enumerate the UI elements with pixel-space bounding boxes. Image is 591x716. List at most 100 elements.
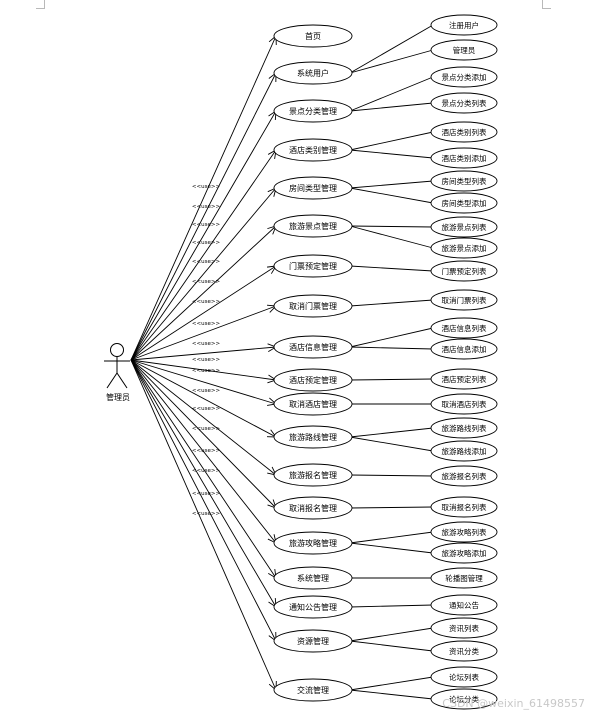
sub-use-case: 酒店信息列表 — [430, 317, 498, 339]
stereotype-label: <<use>> — [192, 321, 221, 327]
sub-use-case-ellipse — [430, 688, 498, 710]
stereotype-label: <<use>> — [192, 468, 221, 474]
sub-use-case: 取消门票列表 — [430, 289, 498, 311]
use-case-ellipse — [273, 138, 353, 162]
child-link — [349, 427, 434, 438]
use-case-label: 酒店类别管理 — [289, 145, 337, 155]
sub-use-case-label: 旅游路线列表 — [442, 423, 487, 433]
use-case-label: 资源管理 — [297, 636, 329, 646]
sub-use-case: 轮播图管理 — [430, 567, 498, 589]
sub-use-case: 管理员 — [430, 39, 498, 61]
use-case-label: 首页 — [305, 31, 321, 41]
sub-use-case: 旅游报名列表 — [430, 465, 498, 487]
sub-use-case-label: 旅游攻略列表 — [442, 527, 487, 537]
sub-use-case-label: 资讯分类 — [449, 646, 479, 656]
use-case-module: 酒店预定管理 — [273, 368, 353, 392]
child-link — [349, 604, 434, 608]
use-case-module: 取消酒店管理 — [273, 392, 353, 416]
sub-use-case-label: 取消报名列表 — [442, 502, 487, 512]
use-case-label: 酒店预定管理 — [289, 375, 337, 385]
sub-use-case-ellipse — [430, 39, 498, 61]
child-link — [349, 627, 434, 642]
stereotype-label: <<use>> — [192, 511, 221, 517]
child-link — [349, 225, 434, 249]
sub-use-case-ellipse — [430, 393, 498, 415]
sub-use-case: 房间类型添加 — [430, 192, 498, 214]
sub-use-case-ellipse — [430, 147, 498, 169]
stereotype-label: <<use>> — [192, 368, 221, 374]
use-case-ellipse — [273, 335, 353, 359]
sub-use-case: 酒店类别列表 — [430, 121, 498, 143]
sub-use-case-label: 论坛列表 — [449, 672, 479, 682]
sub-use-case: 景点分类添加 — [430, 66, 498, 88]
sub-use-case-label: 轮播图管理 — [445, 573, 483, 583]
use-case-ellipse — [273, 629, 353, 653]
sub-use-case: 旅游攻略添加 — [430, 542, 498, 564]
sub-use-case: 旅游路线列表 — [430, 417, 498, 439]
stereotype-label: <<use>> — [192, 184, 221, 190]
sub-use-case-ellipse — [430, 440, 498, 462]
sub-use-case: 房间类型列表 — [430, 170, 498, 192]
sub-use-case: 取消报名列表 — [430, 496, 498, 518]
child-link — [349, 76, 434, 112]
association-line — [130, 305, 277, 361]
sub-use-case-label: 酒店信息列表 — [442, 323, 487, 333]
stereotype-label: <<use>> — [192, 222, 221, 228]
use-case-module: 旅游报名管理 — [273, 463, 353, 487]
sub-use-case: 门票预定列表 — [430, 260, 498, 282]
use-case-label: 门票预定管理 — [289, 261, 337, 271]
use-case-ellipse — [273, 176, 353, 200]
stereotype-label: <<use>> — [192, 259, 221, 265]
association-line — [130, 187, 277, 361]
sub-use-case-label: 注册用户 — [449, 20, 479, 30]
sub-use-case-label: 酒店预定列表 — [442, 374, 487, 384]
association-line — [130, 359, 277, 579]
use-case-ellipse — [273, 294, 353, 318]
association-line — [130, 359, 277, 509]
association-line — [130, 359, 277, 405]
page-corner-mark — [36, 0, 45, 9]
use-case-label: 房间类型管理 — [289, 183, 337, 193]
sub-use-case-label: 房间类型添加 — [442, 198, 487, 208]
child-link — [349, 542, 434, 554]
use-case-module: 房间类型管理 — [273, 176, 353, 200]
sub-use-case: 论坛列表 — [430, 666, 498, 688]
sub-use-case-ellipse — [430, 521, 498, 543]
sub-use-case-ellipse — [430, 640, 498, 662]
sub-use-case-ellipse — [430, 617, 498, 639]
child-link — [349, 378, 434, 381]
sub-use-case-ellipse — [430, 260, 498, 282]
sub-use-case-label: 景点分类列表 — [442, 98, 487, 108]
use-case-label: 取消报名管理 — [289, 503, 337, 513]
child-link — [349, 149, 434, 159]
sub-use-case-label: 旅游景点添加 — [442, 243, 487, 253]
use-case-module: 通知公告管理 — [273, 595, 353, 619]
use-case-ellipse — [273, 566, 353, 590]
sub-use-case-label: 旅游路线添加 — [442, 446, 487, 456]
child-link — [349, 49, 434, 74]
sub-use-case-label: 旅游景点列表 — [442, 222, 487, 232]
sub-use-case-ellipse — [430, 121, 498, 143]
use-case-module: 酒店类别管理 — [273, 138, 353, 162]
sub-use-case-ellipse — [430, 216, 498, 238]
use-case-ellipse — [273, 496, 353, 520]
sub-use-case-label: 取消门票列表 — [442, 295, 487, 305]
stereotype-label: <<use>> — [192, 491, 221, 497]
association-line — [130, 35, 277, 361]
use-case-ellipse — [273, 392, 353, 416]
use-case-module: 酒店信息管理 — [273, 335, 353, 359]
sub-use-case-ellipse — [430, 594, 498, 616]
use-case-module: 系统用户 — [273, 61, 353, 85]
use-case-ellipse — [273, 595, 353, 619]
sub-use-case: 资讯列表 — [430, 617, 498, 639]
child-link — [349, 640, 434, 652]
sub-use-case-label: 取消酒店列表 — [442, 399, 487, 409]
sub-use-case-label: 资讯列表 — [449, 623, 479, 633]
association-line — [130, 346, 277, 361]
sub-use-case-ellipse — [430, 465, 498, 487]
use-case-label: 取消门票管理 — [289, 301, 337, 311]
use-case-module: 景点分类管理 — [273, 99, 353, 123]
stereotype-label: <<use>> — [192, 279, 221, 285]
stereotype-label: <<use>> — [192, 240, 221, 246]
